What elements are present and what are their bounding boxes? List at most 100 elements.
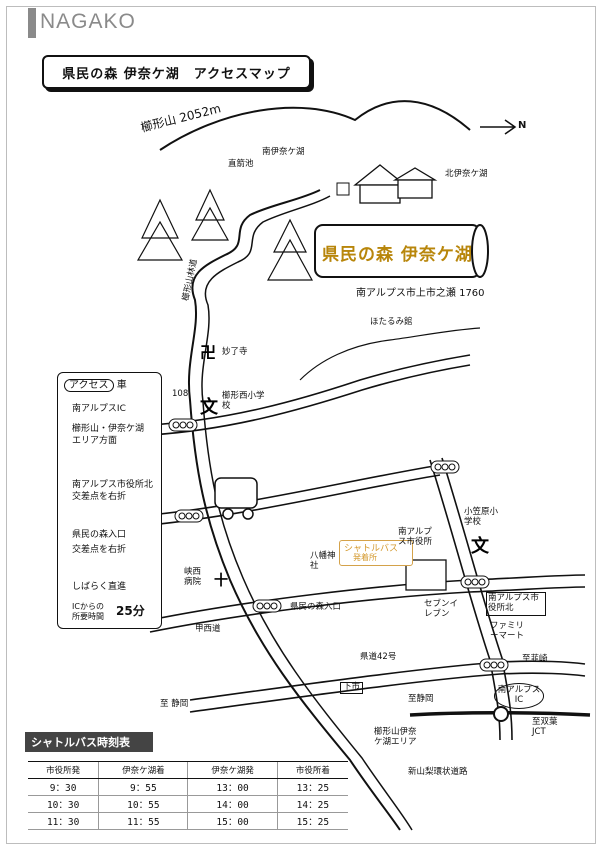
signal-42	[479, 658, 509, 672]
kita-inako-label: 北伊奈ケ湖	[445, 169, 488, 179]
kenmin-entrance-label: 県民の森入口	[290, 602, 342, 612]
hotaru-label: ほたるみ館	[370, 317, 413, 327]
temple-icon: 卍	[200, 343, 216, 362]
road-mid	[149, 464, 441, 516]
access-panel	[57, 372, 162, 629]
table-row: 11：30 11：55 15：00 15：25	[28, 812, 348, 830]
north-label: N	[518, 120, 527, 131]
road-108-label: 108	[172, 389, 189, 399]
shuttle-stop-label: シャトルバス	[344, 544, 399, 554]
hospital-label: 峡西病院	[184, 567, 202, 587]
page-frame	[6, 6, 596, 844]
family-mart-label: ファミリーマート	[490, 621, 525, 641]
area-label: 櫛形山伊奈ケ湖エリア	[374, 727, 417, 747]
access-step: 櫛形山・伊奈ケ湖	[72, 424, 145, 434]
school-icon: 文	[200, 396, 219, 418]
access-step: 南アルプス市役所北	[72, 480, 153, 490]
signal-school	[168, 418, 198, 432]
address: 南アルプス市上市之瀬 1760	[356, 288, 485, 299]
road-entrance-2	[149, 586, 586, 633]
komuro-school-label: 小笠原小学校	[464, 507, 499, 527]
schedule-cell: 11：30	[28, 812, 99, 830]
myoryoji-label: 妙了寺	[222, 347, 248, 357]
city-office-north-label: 南アルプス市役所北	[486, 592, 546, 616]
schedule-cell: 13：25	[276, 778, 348, 796]
to-shizuoka-left-label: 至 静岡	[160, 699, 189, 709]
ic-label: 南アルプスIC	[494, 683, 544, 709]
lodge-icon	[353, 164, 438, 204]
road-42	[189, 660, 586, 701]
access-step: 所要時間	[72, 612, 104, 621]
minami-inako-label: 南伊奈ケ湖	[262, 147, 305, 157]
access-step: 南アルプスIC	[72, 404, 126, 414]
main-road	[188, 189, 401, 831]
brand-bar	[28, 8, 36, 38]
to-shizuoka-bottom-label: 至静岡	[408, 694, 434, 704]
table-row: 10：30 10：55 14：00 14：25	[28, 795, 348, 813]
access-step: 県民の森入口	[72, 530, 127, 540]
schedule-header: 市役所発	[28, 761, 99, 779]
road-school-2	[149, 364, 471, 436]
access-heading-text: アクセス	[64, 379, 114, 392]
stream-road	[299, 327, 481, 381]
ic-marker	[493, 706, 509, 722]
west-school-label: 櫛形西小学校	[222, 391, 265, 411]
schedule-cell: 14：25	[276, 795, 348, 813]
road-42-2	[189, 672, 586, 713]
mountain-ridge	[159, 100, 471, 151]
access-step: ICからの	[72, 602, 104, 611]
access-mode: 車	[116, 380, 127, 391]
access-duration: 25分	[116, 604, 145, 618]
schedule-cell: 9：30	[28, 778, 99, 796]
schedule-title: シャトルバス時刻表	[25, 732, 153, 752]
tokaido-label: 甲西道	[195, 624, 221, 634]
signal-entrance	[252, 599, 282, 613]
signal-mid	[430, 460, 460, 474]
schedule-cell: 15：25	[276, 812, 348, 830]
schedule-header: 伊奈ケ湖発	[187, 761, 278, 779]
shuttle-stop-sub: 発着所	[353, 553, 377, 562]
signal-left	[174, 509, 204, 523]
schedule-cell: 14：00	[187, 795, 278, 813]
schedule-cell: 10：55	[98, 795, 188, 813]
access-step: 交差点を右折	[72, 492, 127, 502]
north-arrow-icon	[480, 119, 517, 135]
schedule-cell: 13：00	[187, 778, 278, 796]
shrine-label: 八幡神社	[310, 551, 336, 571]
brand-title: NAGAKO	[40, 10, 136, 33]
route-42-label: 県道42号	[360, 652, 397, 662]
shuttle-stop-box	[339, 540, 413, 566]
schedule-cell: 11：55	[98, 812, 188, 830]
isoike-label: 直箭池	[228, 159, 254, 169]
city-office-icon	[405, 559, 447, 591]
schedule-header: 市役所着	[276, 761, 348, 779]
to-sousa-label: 至双葉JCT	[532, 717, 558, 737]
schedule-cell: 15：00	[187, 812, 278, 830]
parking-icon	[336, 182, 350, 196]
main-road-inner	[201, 195, 413, 831]
tree-icon	[136, 188, 314, 281]
schedule-cell: 9：55	[98, 778, 188, 796]
access-step: しばらく直進	[72, 582, 127, 592]
table-row: 9：30 9：55 13：00 13：25	[28, 778, 348, 796]
to-nirasaki-label: 至韮崎	[522, 654, 548, 664]
schedule-cell: 10：30	[28, 795, 99, 813]
expressway-label: 新山梨環状道路	[408, 767, 468, 777]
map-title: 県民の森 伊奈ケ湖 アクセスマップ	[42, 55, 311, 89]
schedule-table: 市役所発 伊奈ケ湖着 伊奈ケ湖発 市役所着 9：30 9：55 13：00 13…	[28, 761, 348, 830]
seven-eleven-label: セブンイレブン	[424, 599, 459, 619]
schedule-header: 伊奈ケ湖着	[98, 761, 188, 779]
road-school	[149, 354, 471, 426]
signal-city-north	[460, 575, 490, 589]
shimoichi-label: 下市	[340, 682, 364, 694]
access-step: エリア方面	[72, 436, 118, 446]
access-step: 交差点を右折	[72, 545, 127, 555]
school-icon-2: 文	[471, 535, 490, 557]
schedule-header-row: 市役所発 伊奈ケ湖着 伊奈ケ湖発 市役所着	[28, 761, 348, 779]
car-icon	[214, 477, 258, 520]
hospital-icon: 十	[214, 572, 228, 589]
city-office-label: 南アルプス市役所	[398, 527, 433, 547]
access-heading: アクセス 車	[64, 376, 127, 392]
destination-sign: 県民の森 伊奈ケ湖	[322, 245, 473, 265]
